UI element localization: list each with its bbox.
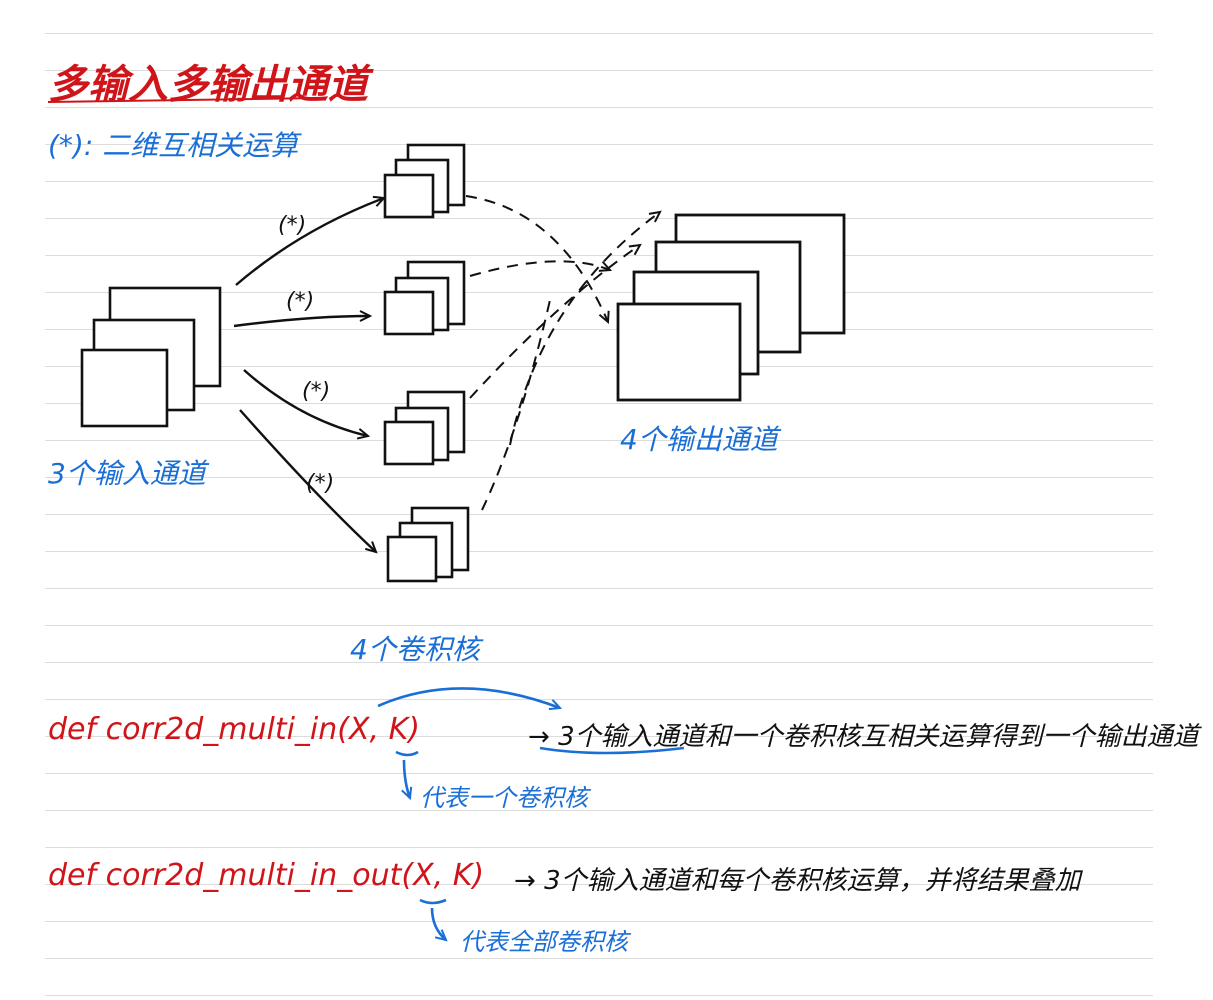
ruled-line [45,70,1153,71]
kernel-stack [383,260,466,336]
kernels-label: 4个卷积核 [350,633,480,666]
ruled-line [45,884,1153,885]
ruled-line [45,625,1153,626]
output-channel [616,302,742,402]
dashed-arrow [469,243,642,399]
description-text: 3个输入通道和每个卷积核运算，并将结果叠加 [544,866,1081,896]
pointer-arrow [430,907,448,942]
ruled-line [45,107,1153,108]
title-underline [47,97,321,103]
ruled-line [45,921,1153,922]
arrow-symbol: → [528,722,550,752]
input-channel [80,348,169,428]
code-line-multi-in-out: def corr2d_multi_in_out(X, K) [48,858,485,893]
description-multi-in: → 3个输入通道和一个卷积核互相关运算得到一个输出通道 [528,716,1199,753]
input-channels-label: 3个输入通道 [48,457,206,490]
ruled-line [45,329,1153,330]
dashed-arrow [465,195,610,325]
arrow-to-kernel-1 [235,195,387,286]
underline [419,898,447,905]
operator-label: (*) [286,289,314,314]
ruled-line [45,551,1153,552]
kernel-stack [383,390,466,466]
ruled-line [45,810,1153,811]
ruled-line [45,440,1153,441]
dashed-line [481,299,551,511]
ruled-line [45,736,1153,737]
output-channels-stack [616,213,846,402]
dashed-arrow [509,210,662,446]
ruled-line [45,514,1153,515]
input-channels-stack [80,286,222,428]
output-channels-label: 4个输出通道 [620,423,778,456]
operator-label: (*) [306,471,334,496]
highlight-curve [377,687,563,711]
ruled-line [45,477,1153,478]
ruled-line [45,33,1153,34]
underline [539,746,685,755]
ruled-line [45,218,1153,219]
ruled-line [45,662,1153,663]
description-text: 3个输入通道和一个卷积核互相关运算得到一个输出通道 [558,722,1199,752]
kernel-stack [383,143,466,219]
ruled-line [45,181,1153,182]
dashed-arrow [469,260,613,277]
arrow-symbol: → [514,866,536,896]
page-title: 多输入多输出通道 [48,62,368,108]
arrow-to-kernel-3 [243,369,371,440]
note-multi-in-out: 代表全部卷积核 [460,928,628,956]
description-multi-in-out: → 3个输入通道和每个卷积核运算，并将结果叠加 [514,860,1081,897]
ruled-line [45,144,1153,145]
ruled-line [45,958,1153,959]
ruled-line [45,403,1153,404]
ruled-line [45,773,1153,774]
note-multi-in: 代表一个卷积核 [420,784,588,812]
ruled-line [45,847,1153,848]
legend-text: (*): 二维互相关运算 [48,129,299,162]
ruled-line [45,699,1153,700]
ruled-line [45,255,1153,256]
operator-label: (*) [278,213,306,238]
code-line-multi-in: def corr2d_multi_in(X, K) [48,712,420,747]
ruled-line [45,995,1153,996]
kernel-stack [386,506,470,583]
ruled-line [45,588,1153,589]
pointer-arrow [401,759,413,801]
operator-label: (*) [302,379,330,404]
arrow-to-kernel-2 [233,310,373,328]
ruled-line [45,366,1153,367]
arrow-to-kernel-4 [239,409,378,554]
underline [395,750,419,757]
ruled-line [45,292,1153,293]
